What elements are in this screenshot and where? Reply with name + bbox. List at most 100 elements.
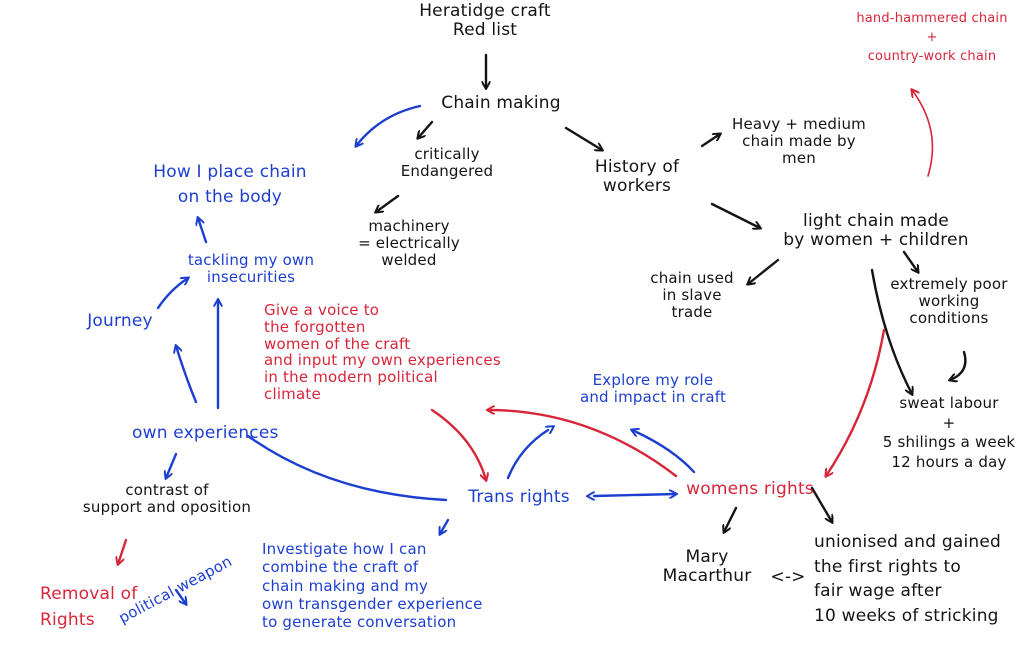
text-line: and impact in craft — [579, 387, 727, 406]
text-line: sweat labour — [899, 394, 999, 412]
node-how-place-chain: How I place chain on the body — [130, 160, 330, 209]
node-unionised: unionised and gained the first rights to… — [814, 530, 1024, 629]
text-line: working — [918, 291, 980, 310]
arrow-chain-to-history — [564, 126, 602, 150]
node-hand-hammered-chain: hand-hammered chain + country-work chain — [840, 10, 1024, 67]
text-line: Rights — [40, 609, 95, 630]
text-line: Heavy + medium — [731, 115, 866, 133]
text-line: contrast of — [125, 481, 209, 499]
arrow-journey-to-tackling — [156, 278, 188, 310]
arrow-weapon-to-removal — [174, 588, 186, 604]
text-line: to generate conversation — [262, 613, 457, 632]
text-line: light chain made — [803, 211, 949, 231]
arrow-contrast-to-removal — [118, 538, 128, 564]
text-line: Removal of — [40, 584, 138, 604]
node-chain-making: Chain making — [426, 93, 576, 113]
text-line: critically — [414, 145, 480, 163]
text-line: fair wage after — [814, 581, 942, 602]
text-line: Endangered — [400, 161, 494, 180]
text-line: Investigate how I can — [262, 540, 427, 558]
text-line: own experiences — [132, 423, 279, 443]
node-heritage-red-list: Heratidge craft Red list — [410, 1, 560, 41]
node-heavy-medium-chain: Heavy + medium chain made by men — [724, 116, 874, 166]
text-line: women of the craft — [264, 334, 411, 353]
text-line: 5 shilings a week — [882, 433, 1016, 451]
text-line: Journey — [87, 311, 153, 331]
text-line: hand-hammered chain — [856, 11, 1008, 26]
text-line: and input my own experiences — [264, 351, 501, 370]
text-line: the forgotten — [264, 317, 366, 336]
text-line: unionised and gained — [814, 532, 1002, 552]
text-line: womens rights — [686, 479, 814, 499]
arrow-own-to-journey — [176, 346, 198, 404]
arrow-womens-to-mary — [724, 506, 738, 532]
text-line: in the modern political — [264, 368, 438, 387]
arrow-history-to-light-chain — [710, 202, 760, 228]
arrow-heavy-to-hand-hammered — [912, 90, 934, 177]
text-line: trade — [671, 302, 713, 321]
text-line: country-work chain — [867, 48, 997, 64]
link-arrow-mary-unionised: <-> — [764, 567, 812, 587]
text-line: 10 weeks of stricking — [814, 605, 999, 626]
node-trans-rights: Trans rights — [446, 487, 592, 507]
arrow-light-to-sweat-labour — [870, 268, 912, 394]
text-line: = electrically — [358, 233, 460, 252]
node-critically-endangered: critically Endangered — [392, 146, 502, 180]
node-light-chain: light chain made by women + children — [766, 211, 986, 251]
text-line: by women + children — [783, 230, 969, 251]
node-chain-slave-trade: chain used in slave trade — [632, 270, 752, 320]
arrow-light-to-slave-trade — [748, 258, 780, 284]
text-line: men — [782, 148, 816, 167]
text-line: <-> — [770, 567, 806, 587]
text-line: own transgender experience — [262, 594, 483, 613]
node-investigate: Investigate how I can combine the craft … — [262, 540, 532, 631]
node-poor-conditions: extremely poor working conditions — [884, 276, 1014, 326]
text-line: extremely poor — [890, 275, 1008, 293]
text-line: combine the craft of — [262, 558, 419, 577]
text-line: machinery — [368, 217, 450, 235]
text-line: welded — [381, 250, 437, 269]
text-line: chain making and my — [262, 576, 429, 595]
text-line: tackling my own — [187, 251, 315, 269]
node-own-experiences: own experiences — [132, 423, 279, 443]
text-line: Macarthur — [662, 566, 752, 587]
text-line: insecurities — [206, 267, 296, 286]
text-line: on the body — [177, 186, 283, 207]
arrow-conditions-loop — [950, 350, 967, 380]
arrow-womens-to-explore — [632, 430, 696, 474]
node-womens-rights: womens rights — [680, 479, 820, 499]
arrow-give-voice-to-trans — [430, 408, 486, 480]
node-sweat-labour: sweat labour + 5 shilings a week 12 hour… — [876, 394, 1022, 472]
text-line: the first rights to — [814, 556, 961, 577]
arrow-own-to-trans — [246, 434, 448, 502]
text-line: Red list — [452, 20, 518, 41]
text-line: + — [926, 29, 938, 45]
text-line: climate — [264, 384, 321, 403]
text-line: 12 hours a day — [891, 452, 1007, 471]
arrow-tackling-to-how-place — [198, 218, 208, 244]
text-line: Give a voice to — [264, 301, 380, 319]
text-line: chain made by — [742, 131, 856, 150]
text-line: support and oposition — [82, 497, 252, 516]
text-line: conditions — [909, 308, 989, 327]
text-line: History of — [594, 157, 680, 177]
node-mary-macarthur: Mary Macarthur — [652, 547, 762, 587]
text-line: chain used — [650, 269, 734, 287]
arrow-trans-to-investigate — [440, 518, 450, 534]
text-line: Heratidge craft — [419, 1, 551, 21]
text-line: in slave — [662, 285, 722, 304]
node-removal-of-rights: Removal of Rights — [40, 582, 160, 633]
arrow-trans-to-explore — [506, 430, 548, 480]
arrow-chain-to-how-place — [356, 104, 422, 146]
arrow-womens-to-give-voice — [488, 410, 678, 478]
node-contrast: contrast of support and oposition — [60, 482, 274, 516]
text-line: workers — [602, 176, 672, 197]
node-give-voice: Give a voice to the forgotten women of t… — [264, 302, 564, 403]
text-line: Mary — [685, 547, 729, 567]
node-explore-role: Explore my role and impact in craft — [560, 372, 746, 406]
text-line: + — [942, 413, 956, 432]
text-line: Chain making — [441, 93, 561, 113]
node-history-of-workers: History of workers — [582, 157, 692, 197]
